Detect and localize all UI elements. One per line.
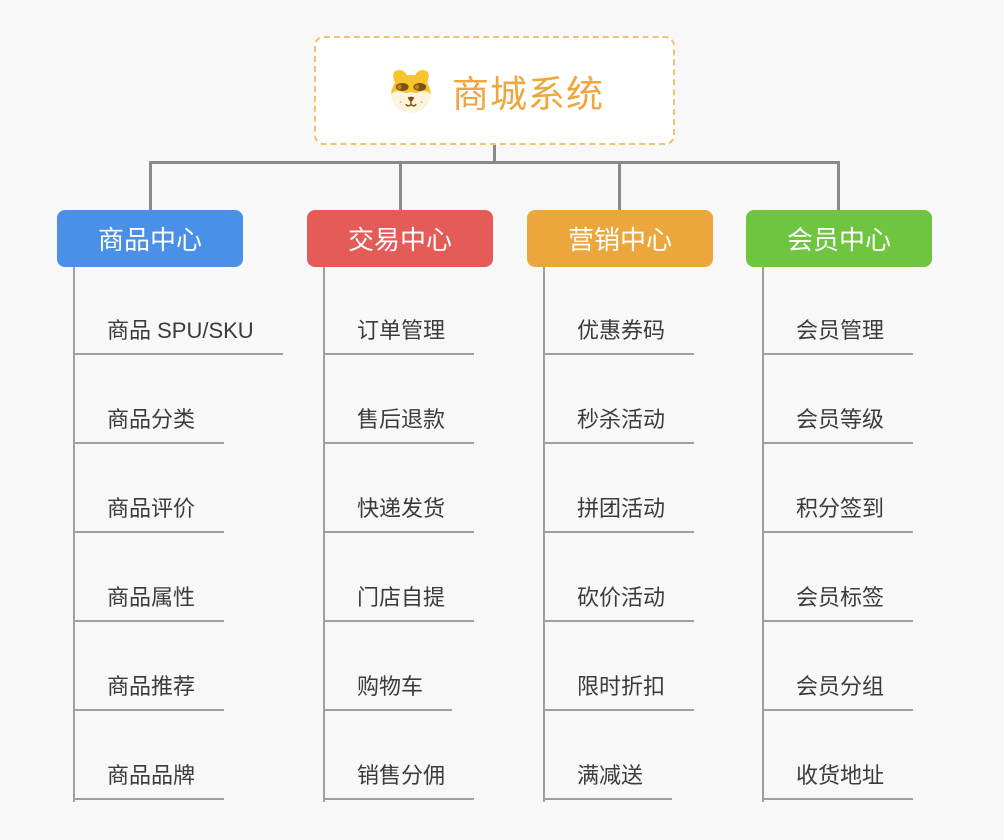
branch-node-member-center[interactable]: 会员中心 xyxy=(746,210,932,267)
leaf-node-product-spu-sku[interactable]: 商品 SPU/SKU xyxy=(73,309,283,355)
leaf-node-product-brand[interactable]: 商品品牌 xyxy=(73,754,225,800)
leaf-node-member-management[interactable]: 会员管理 xyxy=(762,309,914,355)
leaf-node-aftersale-refund[interactable]: 售后退款 xyxy=(323,398,475,444)
leaf-node-sales-commission[interactable]: 销售分佣 xyxy=(323,754,475,800)
leaf-node-product-category[interactable]: 商品分类 xyxy=(73,398,225,444)
leaf-node-flash-sale[interactable]: 秒杀活动 xyxy=(543,398,695,444)
leaf-node-member-level[interactable]: 会员等级 xyxy=(762,398,914,444)
leaf-node-points-checkin[interactable]: 积分签到 xyxy=(762,487,914,533)
leaf-node-store-pickup[interactable]: 门店自提 xyxy=(323,576,475,622)
trunk-marketing-center xyxy=(543,267,545,802)
leaf-node-product-review[interactable]: 商品评价 xyxy=(73,487,225,533)
leaf-node-member-tag[interactable]: 会员标签 xyxy=(762,576,914,622)
leaf-node-product-recommend[interactable]: 商品推荐 xyxy=(73,665,225,711)
connector-drop-product-center xyxy=(149,161,152,210)
leaf-node-shipping-address[interactable]: 收货地址 xyxy=(762,754,914,800)
leaf-node-coupon-code[interactable]: 优惠券码 xyxy=(543,309,695,355)
leaf-node-time-discount[interactable]: 限时折扣 xyxy=(543,665,695,711)
branch-node-product-center[interactable]: 商品中心 xyxy=(57,210,243,267)
branch-node-trade-center[interactable]: 交易中心 xyxy=(307,210,493,267)
trunk-trade-center xyxy=(323,267,325,802)
root-title: 商城系统 xyxy=(452,73,604,115)
leaf-node-bargain-activity[interactable]: 砍价活动 xyxy=(543,576,695,622)
leaf-node-express-shipping[interactable]: 快递发货 xyxy=(323,487,475,533)
root-node-mall-system[interactable]: 商城系统 xyxy=(314,36,675,145)
connector-drop-marketing-center xyxy=(618,161,621,210)
leaf-node-product-attribute[interactable]: 商品属性 xyxy=(73,576,225,622)
connector-drop-member-center xyxy=(837,161,840,210)
leaf-node-member-group[interactable]: 会员分组 xyxy=(762,665,914,711)
branch-node-marketing-center[interactable]: 营销中心 xyxy=(527,210,713,267)
connector-horizontal-bar xyxy=(149,161,840,164)
leaf-node-group-buy[interactable]: 拼团活动 xyxy=(543,487,695,533)
trunk-member-center xyxy=(762,267,764,802)
trunk-product-center xyxy=(73,267,75,802)
leaf-node-shopping-cart[interactable]: 购物车 xyxy=(323,665,453,711)
leaf-node-spend-save[interactable]: 满减送 xyxy=(543,754,673,800)
dog-face-icon xyxy=(385,67,437,115)
connector-root-stem xyxy=(493,145,496,164)
leaf-node-order-management[interactable]: 订单管理 xyxy=(323,309,475,355)
connector-drop-trade-center xyxy=(399,161,402,210)
